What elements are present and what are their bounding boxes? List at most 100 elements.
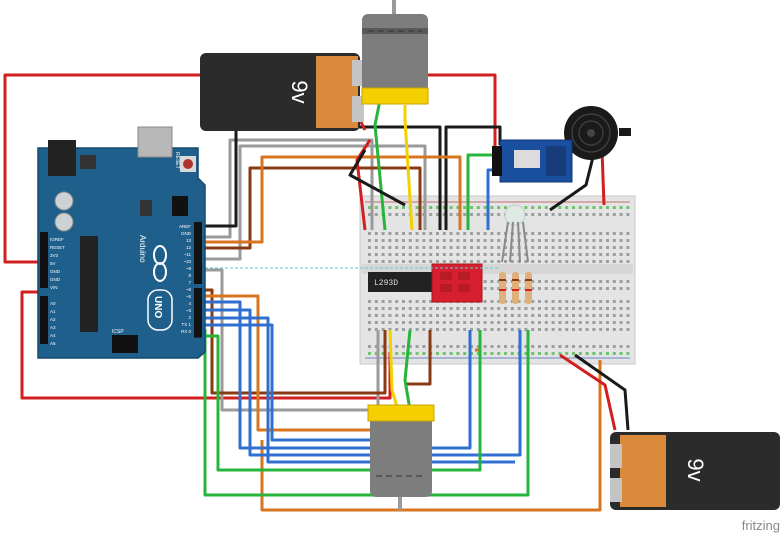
breadboard-hole — [422, 321, 426, 324]
breadboard-hole — [456, 314, 460, 317]
breadboard-hole — [558, 287, 562, 290]
breadboard-hole — [572, 239, 575, 242]
breadboard-hole — [422, 300, 426, 303]
breadboard-hole — [531, 246, 535, 249]
breadboard-hole — [626, 246, 630, 249]
breadboard-hole — [483, 352, 487, 355]
breadboard-hole — [463, 321, 467, 324]
breadboard-hole — [551, 246, 555, 249]
wire-motor-top-black — [348, 149, 406, 207]
wire-blue-4 — [200, 323, 372, 442]
breadboard-hole — [612, 206, 616, 209]
power-pin-label: VIN — [50, 285, 58, 290]
breadboard-hole — [524, 321, 528, 324]
motor-bottom — [367, 404, 435, 510]
wire-black-2 — [444, 125, 502, 230]
breadboard-hole — [504, 321, 507, 324]
breadboard-hole — [619, 314, 623, 317]
breadboard-hole — [497, 314, 501, 317]
wire-motor-top-green — [373, 99, 387, 231]
breadboard-hole — [436, 260, 439, 263]
breadboard-hole — [374, 328, 378, 331]
breadboard-hole — [585, 328, 589, 331]
breadboard-hole — [388, 213, 392, 216]
digital-pin-label: TX 1 — [181, 322, 191, 327]
breadboard-hole — [456, 328, 460, 331]
breadboard-hole — [402, 321, 405, 324]
breadboard-hole — [612, 352, 616, 355]
breadboard-hole — [388, 307, 392, 310]
breadboard-hole — [470, 213, 473, 216]
breadboard-hole — [415, 232, 419, 235]
breadboard-hole — [626, 287, 630, 290]
breadboard-hole — [626, 239, 630, 242]
power-pin-label: GND — [50, 277, 61, 282]
breadboard-hole — [565, 352, 569, 355]
breadboard-hole — [524, 253, 528, 256]
breadboard-hole — [619, 287, 623, 290]
breadboard-hole — [544, 246, 548, 249]
breadboard-hole — [402, 253, 405, 256]
breadboard-hole — [476, 352, 480, 355]
breadboard-hole — [544, 352, 548, 355]
breadboard-hole — [544, 206, 548, 209]
breadboard-hole — [544, 280, 548, 283]
breadboard-hole — [463, 314, 467, 317]
breadboard-hole — [374, 253, 378, 256]
breadboard-hole — [374, 206, 378, 209]
breadboard-hole — [395, 300, 399, 303]
breadboard-hole — [463, 232, 467, 235]
breadboard-hole — [626, 328, 630, 331]
breadboard-hole — [449, 314, 453, 317]
breadboard-hole — [449, 253, 453, 256]
breadboard-hole — [544, 287, 548, 290]
breadboard-hole — [368, 314, 371, 317]
driver-chip: L293D — [368, 272, 436, 292]
breadboard-hole — [476, 246, 480, 249]
breadboard-hole — [524, 213, 528, 216]
breadboard-hole — [585, 314, 589, 317]
breadboard-hole — [368, 345, 371, 348]
breadboard-hole — [606, 253, 609, 256]
digital-pin-label: ~10 — [183, 259, 191, 264]
breadboard-hole — [395, 328, 399, 331]
breadboard-hole — [497, 345, 501, 348]
breadboard-hole — [538, 260, 541, 263]
breadboard-hole — [415, 239, 419, 242]
power-pin-label: RESET — [50, 245, 65, 250]
breadboard-hole — [538, 280, 541, 283]
breadboard-hole — [606, 328, 609, 331]
breadboard-hole — [565, 232, 569, 235]
breadboard-hole — [531, 253, 535, 256]
breadboard-hole — [578, 253, 582, 256]
breadboard-hole — [599, 328, 603, 331]
breadboard-hole — [592, 239, 596, 242]
breadboard-hole — [449, 213, 453, 216]
breadboard-hole — [551, 345, 555, 348]
breadboard-hole — [572, 287, 575, 290]
breadboard-hole — [524, 352, 528, 355]
breadboard-hole — [368, 253, 371, 256]
breadboard-hole — [497, 260, 501, 263]
breadboard-hole — [388, 321, 392, 324]
power-pin-label: 3V3 — [50, 253, 59, 258]
breadboard-hole — [422, 307, 426, 310]
breadboard-hole — [456, 260, 460, 263]
breadboard-hole — [544, 232, 548, 235]
breadboard-hole — [626, 307, 630, 310]
breadboard-hole — [531, 328, 535, 331]
breadboard-hole — [517, 307, 521, 310]
breadboard-hole — [504, 345, 507, 348]
breadboard-hole — [538, 253, 541, 256]
breadboard-hole — [483, 239, 487, 242]
breadboard-hole — [551, 253, 555, 256]
breadboard-hole — [436, 321, 439, 324]
breadboard-hole — [531, 300, 535, 303]
breadboard-hole — [402, 232, 405, 235]
breadboard-hole — [578, 213, 582, 216]
breadboard-hole — [606, 260, 609, 263]
breadboard-hole — [483, 280, 487, 283]
breadboard-hole — [572, 352, 575, 355]
breadboard-hole — [497, 232, 501, 235]
breadboard-hole — [436, 253, 439, 256]
